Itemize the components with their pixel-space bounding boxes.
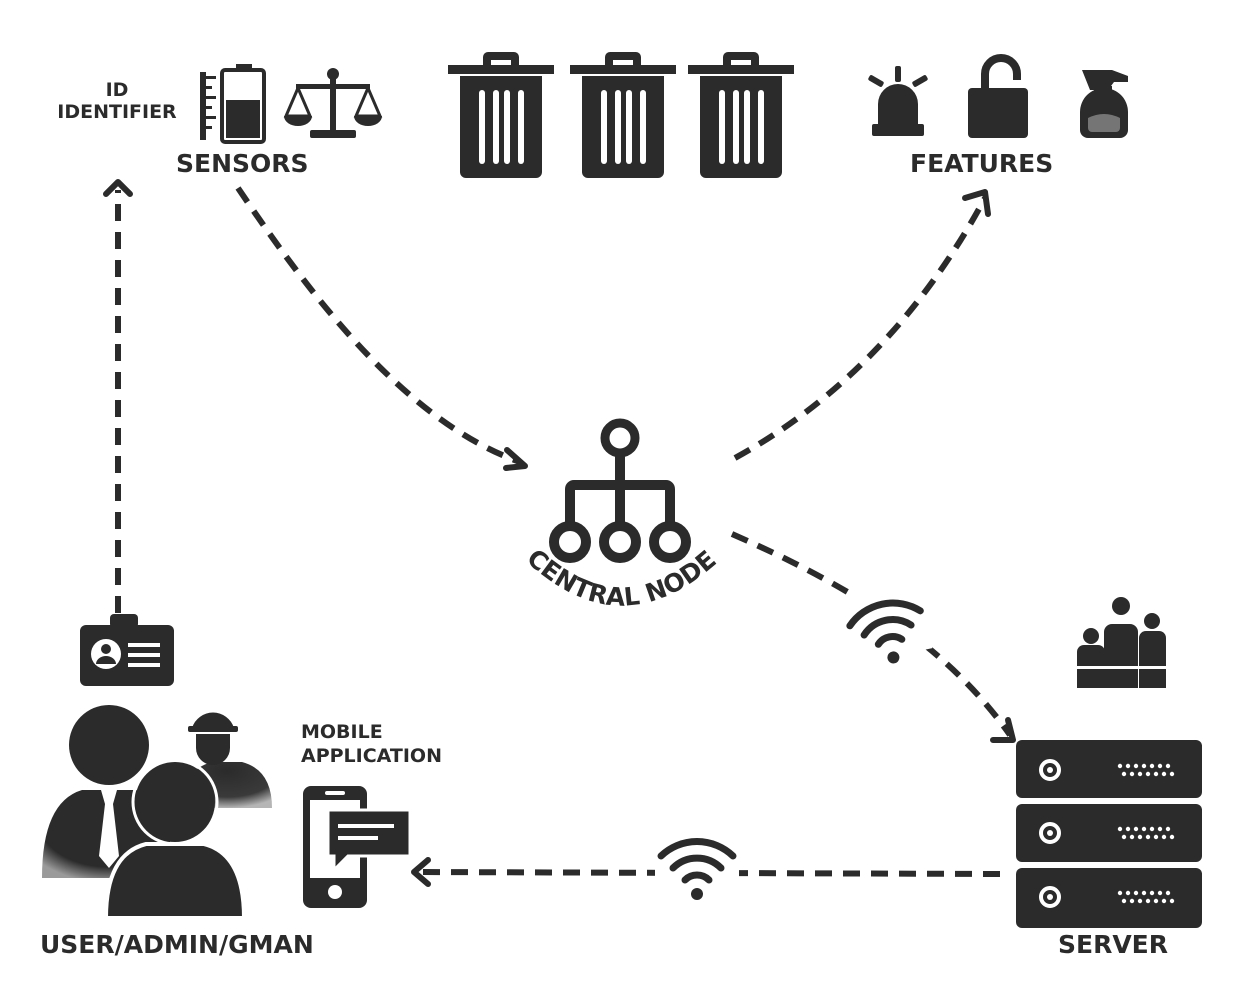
people-ranking-icon [1077, 597, 1166, 688]
server-vent-dot [1137, 898, 1143, 904]
server-vent-dot [1133, 763, 1139, 769]
server-vent-dot [1169, 834, 1175, 840]
server-vent-dot [1153, 834, 1159, 840]
server-vent-dot [1157, 890, 1163, 896]
server-vent-dot [1117, 763, 1123, 769]
trash-bin-icon [688, 52, 794, 178]
server-vent-dot [1129, 834, 1135, 840]
spray-bottle-icon [1080, 70, 1128, 138]
arrowhead-features [962, 189, 991, 217]
sensors-label: SENSORS [176, 149, 309, 178]
network-hierarchy-icon [549, 418, 691, 563]
mobile-application-line-2: APPLICATION [301, 744, 442, 767]
server-vent-dot [1157, 763, 1163, 769]
server-vent-dot [1149, 763, 1155, 769]
unlocked-padlock-icon [968, 54, 1028, 138]
arrowhead-mobile [411, 857, 431, 887]
server-vent-dot [1157, 826, 1163, 832]
server-vent-dot [1149, 826, 1155, 832]
server-vent-dot [1165, 826, 1171, 832]
server-vent-dot [1121, 898, 1127, 904]
server-label: SERVER [1058, 930, 1169, 959]
server-vent-dot [1161, 834, 1167, 840]
id-identifier-line-2: IDENTIFIER [57, 100, 177, 123]
trash-bin-icon [570, 52, 676, 178]
id-identifier-label: ID IDENTIFIER [50, 79, 184, 124]
server-vent-dot [1165, 763, 1171, 769]
server-vent-dot [1125, 763, 1131, 769]
server-vent-dot [1137, 834, 1143, 840]
server-vent-dot [1141, 763, 1147, 769]
server-vent-dot [1145, 834, 1151, 840]
mobile-application-label: MOBILE APPLICATION [301, 721, 442, 768]
smartphone-message-icon [303, 786, 412, 908]
mobile-application-line-1: MOBILE [301, 721, 383, 743]
arrowhead-identifier [103, 179, 133, 197]
features-label: FEATURES [910, 149, 1054, 178]
id-identifier-line-1: ID [105, 79, 129, 101]
server-vent-dot [1145, 771, 1151, 777]
server-vent-dot [1141, 890, 1147, 896]
battery-level-icon [200, 64, 266, 144]
server-vent-dot [1117, 890, 1123, 896]
server-vent-dot [1161, 898, 1167, 904]
user-admin-gman-label: USER/ADMIN/GMAN [40, 930, 314, 959]
trash-bin-icon [448, 52, 554, 178]
server-vent-dot [1125, 890, 1131, 896]
server-vent-dot [1145, 898, 1151, 904]
server-vent-dot [1125, 826, 1131, 832]
server-vent-dot [1137, 771, 1143, 777]
server-vent-dot [1133, 826, 1139, 832]
server-vent-dot [1169, 898, 1175, 904]
server-vent-dot [1153, 771, 1159, 777]
server-vent-dot [1149, 890, 1155, 896]
user-group-icon [42, 705, 247, 920]
server-vent-dot [1121, 771, 1127, 777]
wifi-icon [655, 830, 739, 902]
server-vent-dot [1165, 890, 1171, 896]
server-vent-dot [1141, 826, 1147, 832]
arrowhead-central [503, 447, 528, 471]
server-vent-dot [1129, 898, 1135, 904]
server-vent-dot [1121, 834, 1127, 840]
server-vent-dot [1133, 890, 1139, 896]
wifi-icon [839, 579, 933, 665]
connector-central-to-features [733, 196, 988, 461]
balance-scale-icon [283, 68, 383, 138]
connector-sensors-to-central [235, 186, 521, 465]
server-vent-dot [1129, 771, 1135, 777]
arrowhead-server [990, 717, 1016, 743]
server-vent-dot [1161, 771, 1167, 777]
siren-alarm-icon [868, 66, 928, 136]
server-vent-dot [1153, 898, 1159, 904]
server-vent-dot [1117, 826, 1123, 832]
server-vent-dot [1169, 771, 1175, 777]
id-card-icon [80, 614, 174, 686]
server-rack-icon [1016, 740, 1202, 928]
